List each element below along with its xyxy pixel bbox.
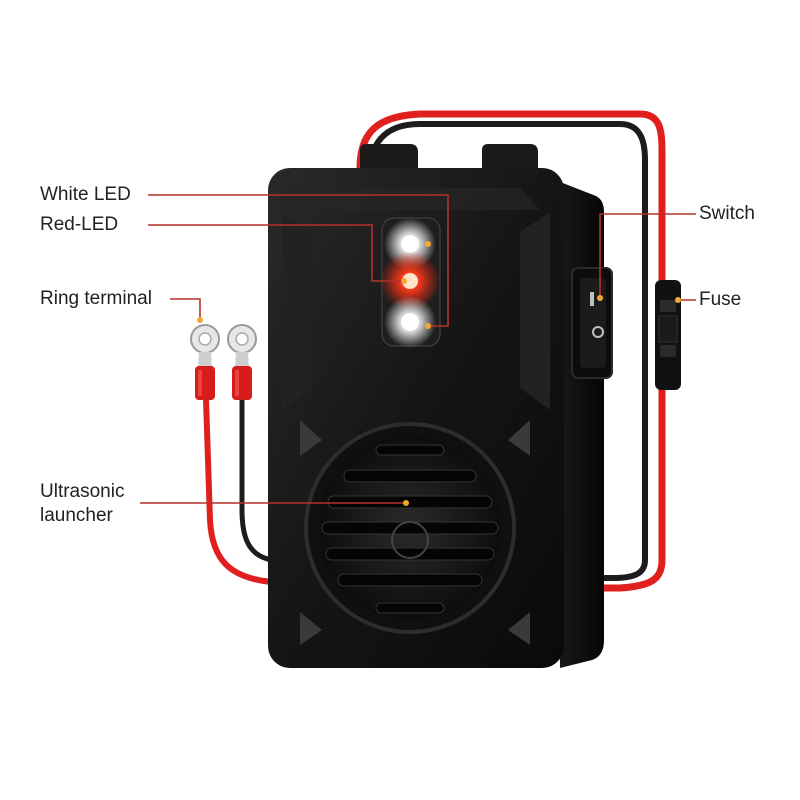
label-red-led: Red-LED	[40, 214, 119, 235]
label-ultrasonic-line2: launcher	[40, 505, 113, 526]
callout-lines	[140, 194, 696, 504]
label-switch: Switch	[699, 203, 755, 224]
label-fuse: Fuse	[699, 289, 742, 310]
led-panel	[380, 217, 441, 348]
callout-white-led	[148, 194, 449, 327]
label-ultrasonic-line1: Ultrasonic	[40, 481, 125, 502]
callout-switch	[599, 213, 696, 298]
ring-terminal-black	[227, 324, 257, 400]
callout-red-led	[148, 224, 404, 282]
callout-dots	[197, 241, 681, 506]
fuse-holder	[655, 280, 681, 390]
ultrasonic-speaker	[304, 422, 516, 634]
label-white-led: White LED	[40, 184, 131, 205]
label-ultrasonic-launcher: Ultrasonic launcher	[40, 480, 160, 528]
wire-harness	[203, 110, 666, 592]
label-ring-terminal: Ring terminal	[40, 288, 152, 309]
rocker-switch	[571, 267, 613, 379]
ring-terminal-red	[190, 324, 220, 400]
callout-ring-terminal	[170, 298, 201, 320]
